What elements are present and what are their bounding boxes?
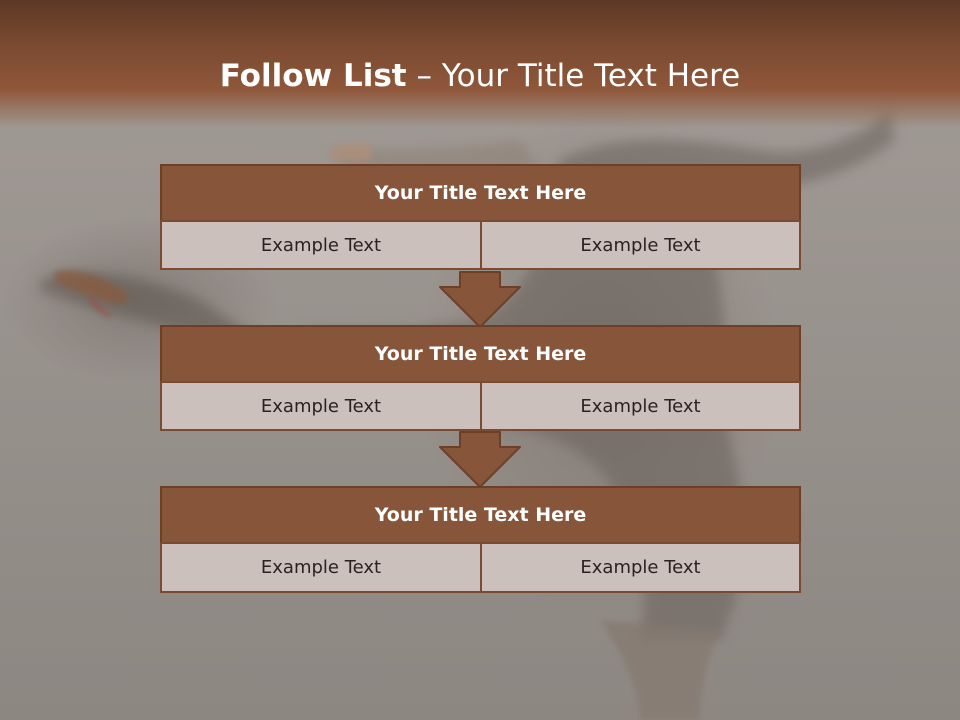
slide-title: Follow List – Your Title Text Here	[0, 54, 960, 98]
block-cell-left: Example Text	[160, 542, 482, 593]
block-cell-left: Example Text	[160, 220, 482, 270]
block-cell-right: Example Text	[480, 381, 801, 431]
slide-title-separator: –	[406, 58, 442, 94]
slide-title-bold: Follow List	[219, 58, 407, 94]
block-cell-right: Example Text	[480, 220, 801, 270]
block-heading: Your Title Text Here	[160, 486, 801, 544]
block-heading: Your Title Text Here	[160, 325, 801, 383]
down-arrow-icon	[439, 271, 521, 328]
title-bar	[0, 0, 960, 128]
slide-title-subtitle: Your Title Text Here	[441, 58, 741, 94]
block-cell-right: Example Text	[480, 542, 801, 593]
down-arrow-icon	[439, 431, 521, 488]
block-cell-left: Example Text	[160, 381, 482, 431]
block-heading: Your Title Text Here	[160, 164, 801, 222]
